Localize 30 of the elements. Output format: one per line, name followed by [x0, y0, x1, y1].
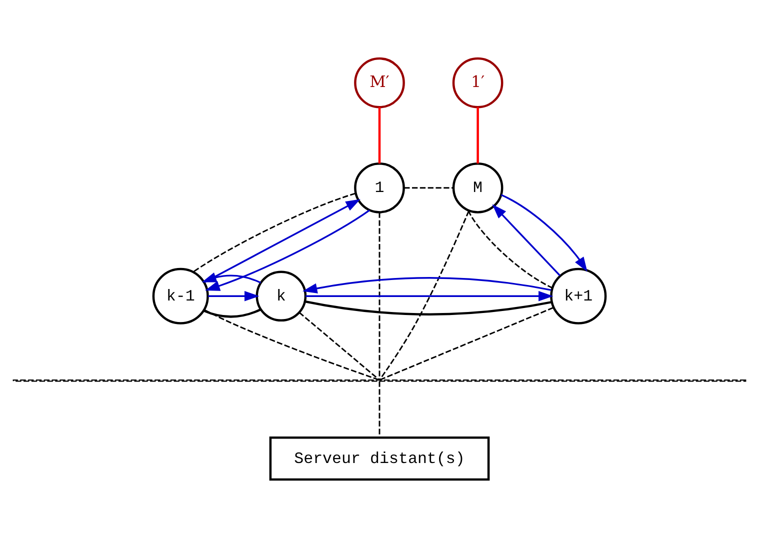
connector	[378, 380, 380, 438]
node-circle: k-1	[152, 267, 209, 324]
node-circle: k+1	[550, 267, 607, 324]
connector	[193, 192, 356, 272]
node-circle: 1	[354, 162, 405, 213]
connector	[378, 210, 470, 380]
arrow	[492, 204, 560, 276]
connector	[204, 308, 262, 318]
arrow	[306, 290, 554, 301]
arrow	[500, 194, 588, 272]
connector	[298, 311, 380, 380]
node-circle: k	[256, 270, 307, 322]
node-box: Serveur distant(s)	[269, 436, 490, 480]
node-circle: M	[452, 162, 504, 213]
connector	[379, 306, 554, 380]
node-circle: M′	[354, 56, 405, 108]
connector	[204, 308, 380, 380]
arrow	[302, 276, 552, 293]
connector	[304, 300, 552, 315]
node-circle: 1′	[452, 56, 504, 108]
node-bar	[12, 378, 746, 382]
arrow	[208, 290, 260, 301]
arrow	[205, 209, 370, 290]
connector	[468, 210, 553, 288]
arrow	[204, 198, 360, 282]
connector	[378, 106, 381, 164]
connector	[404, 186, 454, 188]
connector	[476, 106, 479, 164]
arrow	[202, 272, 262, 284]
connector	[378, 212, 380, 380]
